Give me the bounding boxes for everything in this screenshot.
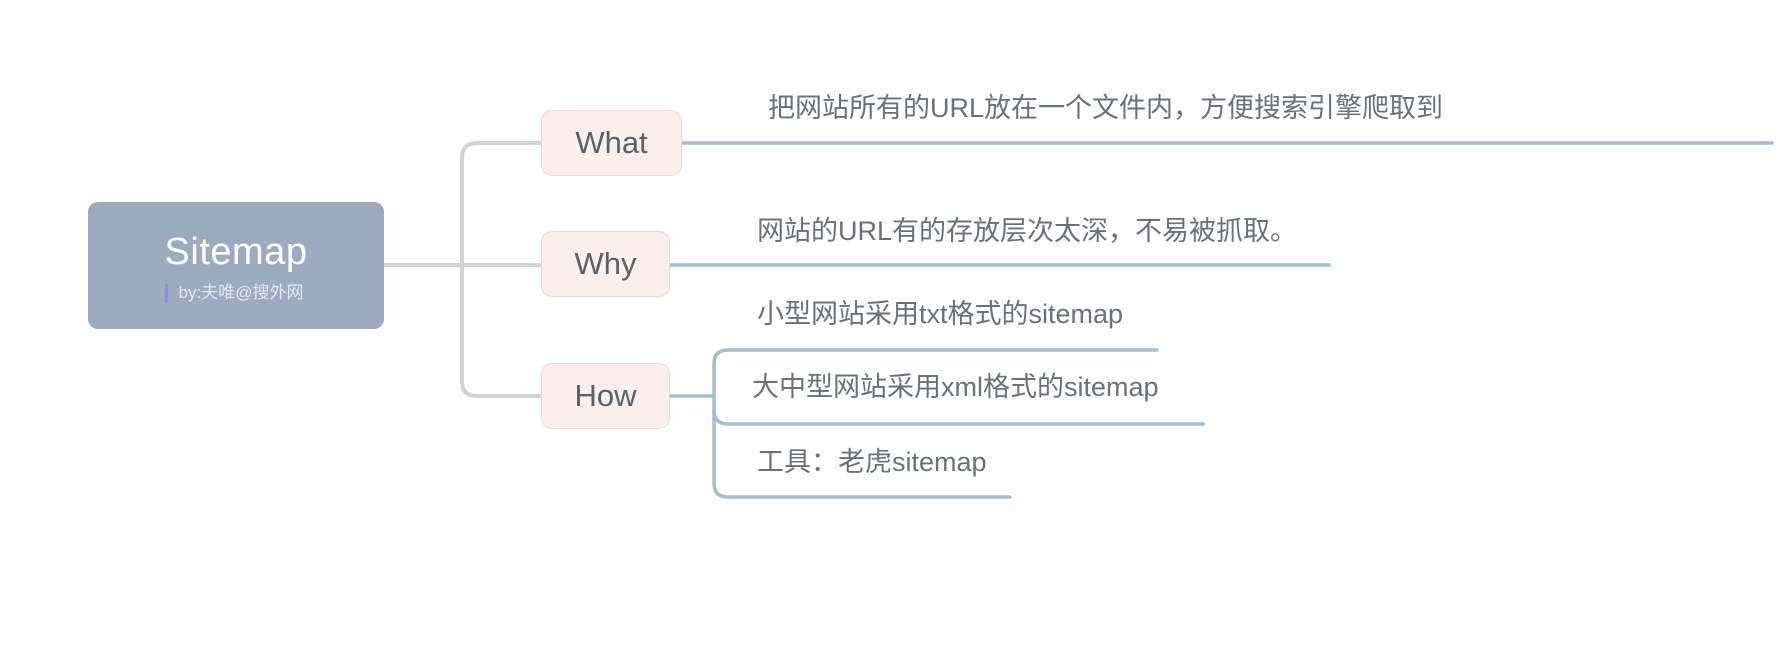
leaf-node-how-1[interactable]: 小型网站采用txt格式的sitemap <box>757 299 1124 329</box>
leaf-node-what-1[interactable]: 把网站所有的URL放在一个文件内，方便搜索引擎爬取到 <box>768 93 1444 123</box>
leaf-node-how-2[interactable]: 大中型网站采用xml格式的sitemap <box>752 372 1159 402</box>
leaf-node-why-1[interactable]: 网站的URL有的存放层次太深，不易被抓取。 <box>757 216 1298 246</box>
branch-node-how[interactable]: How <box>541 363 670 429</box>
root-node-subtitle: by:夫唯@搜外网 <box>178 283 304 302</box>
accent-bar-icon <box>164 283 168 303</box>
leaf-node-how-3[interactable]: 工具：老虎sitemap <box>757 447 987 477</box>
branch-node-what[interactable]: What <box>541 110 682 176</box>
root-node-subtitle-row: by:夫唯@搜外网 <box>164 283 304 303</box>
connector-root-to-what <box>460 141 543 267</box>
root-node-sitemap[interactable]: Sitemap by:夫唯@搜外网 <box>88 202 384 329</box>
connector-root-to-how <box>460 263 543 398</box>
root-node-title: Sitemap <box>164 231 308 273</box>
branch-node-why[interactable]: Why <box>541 231 670 297</box>
